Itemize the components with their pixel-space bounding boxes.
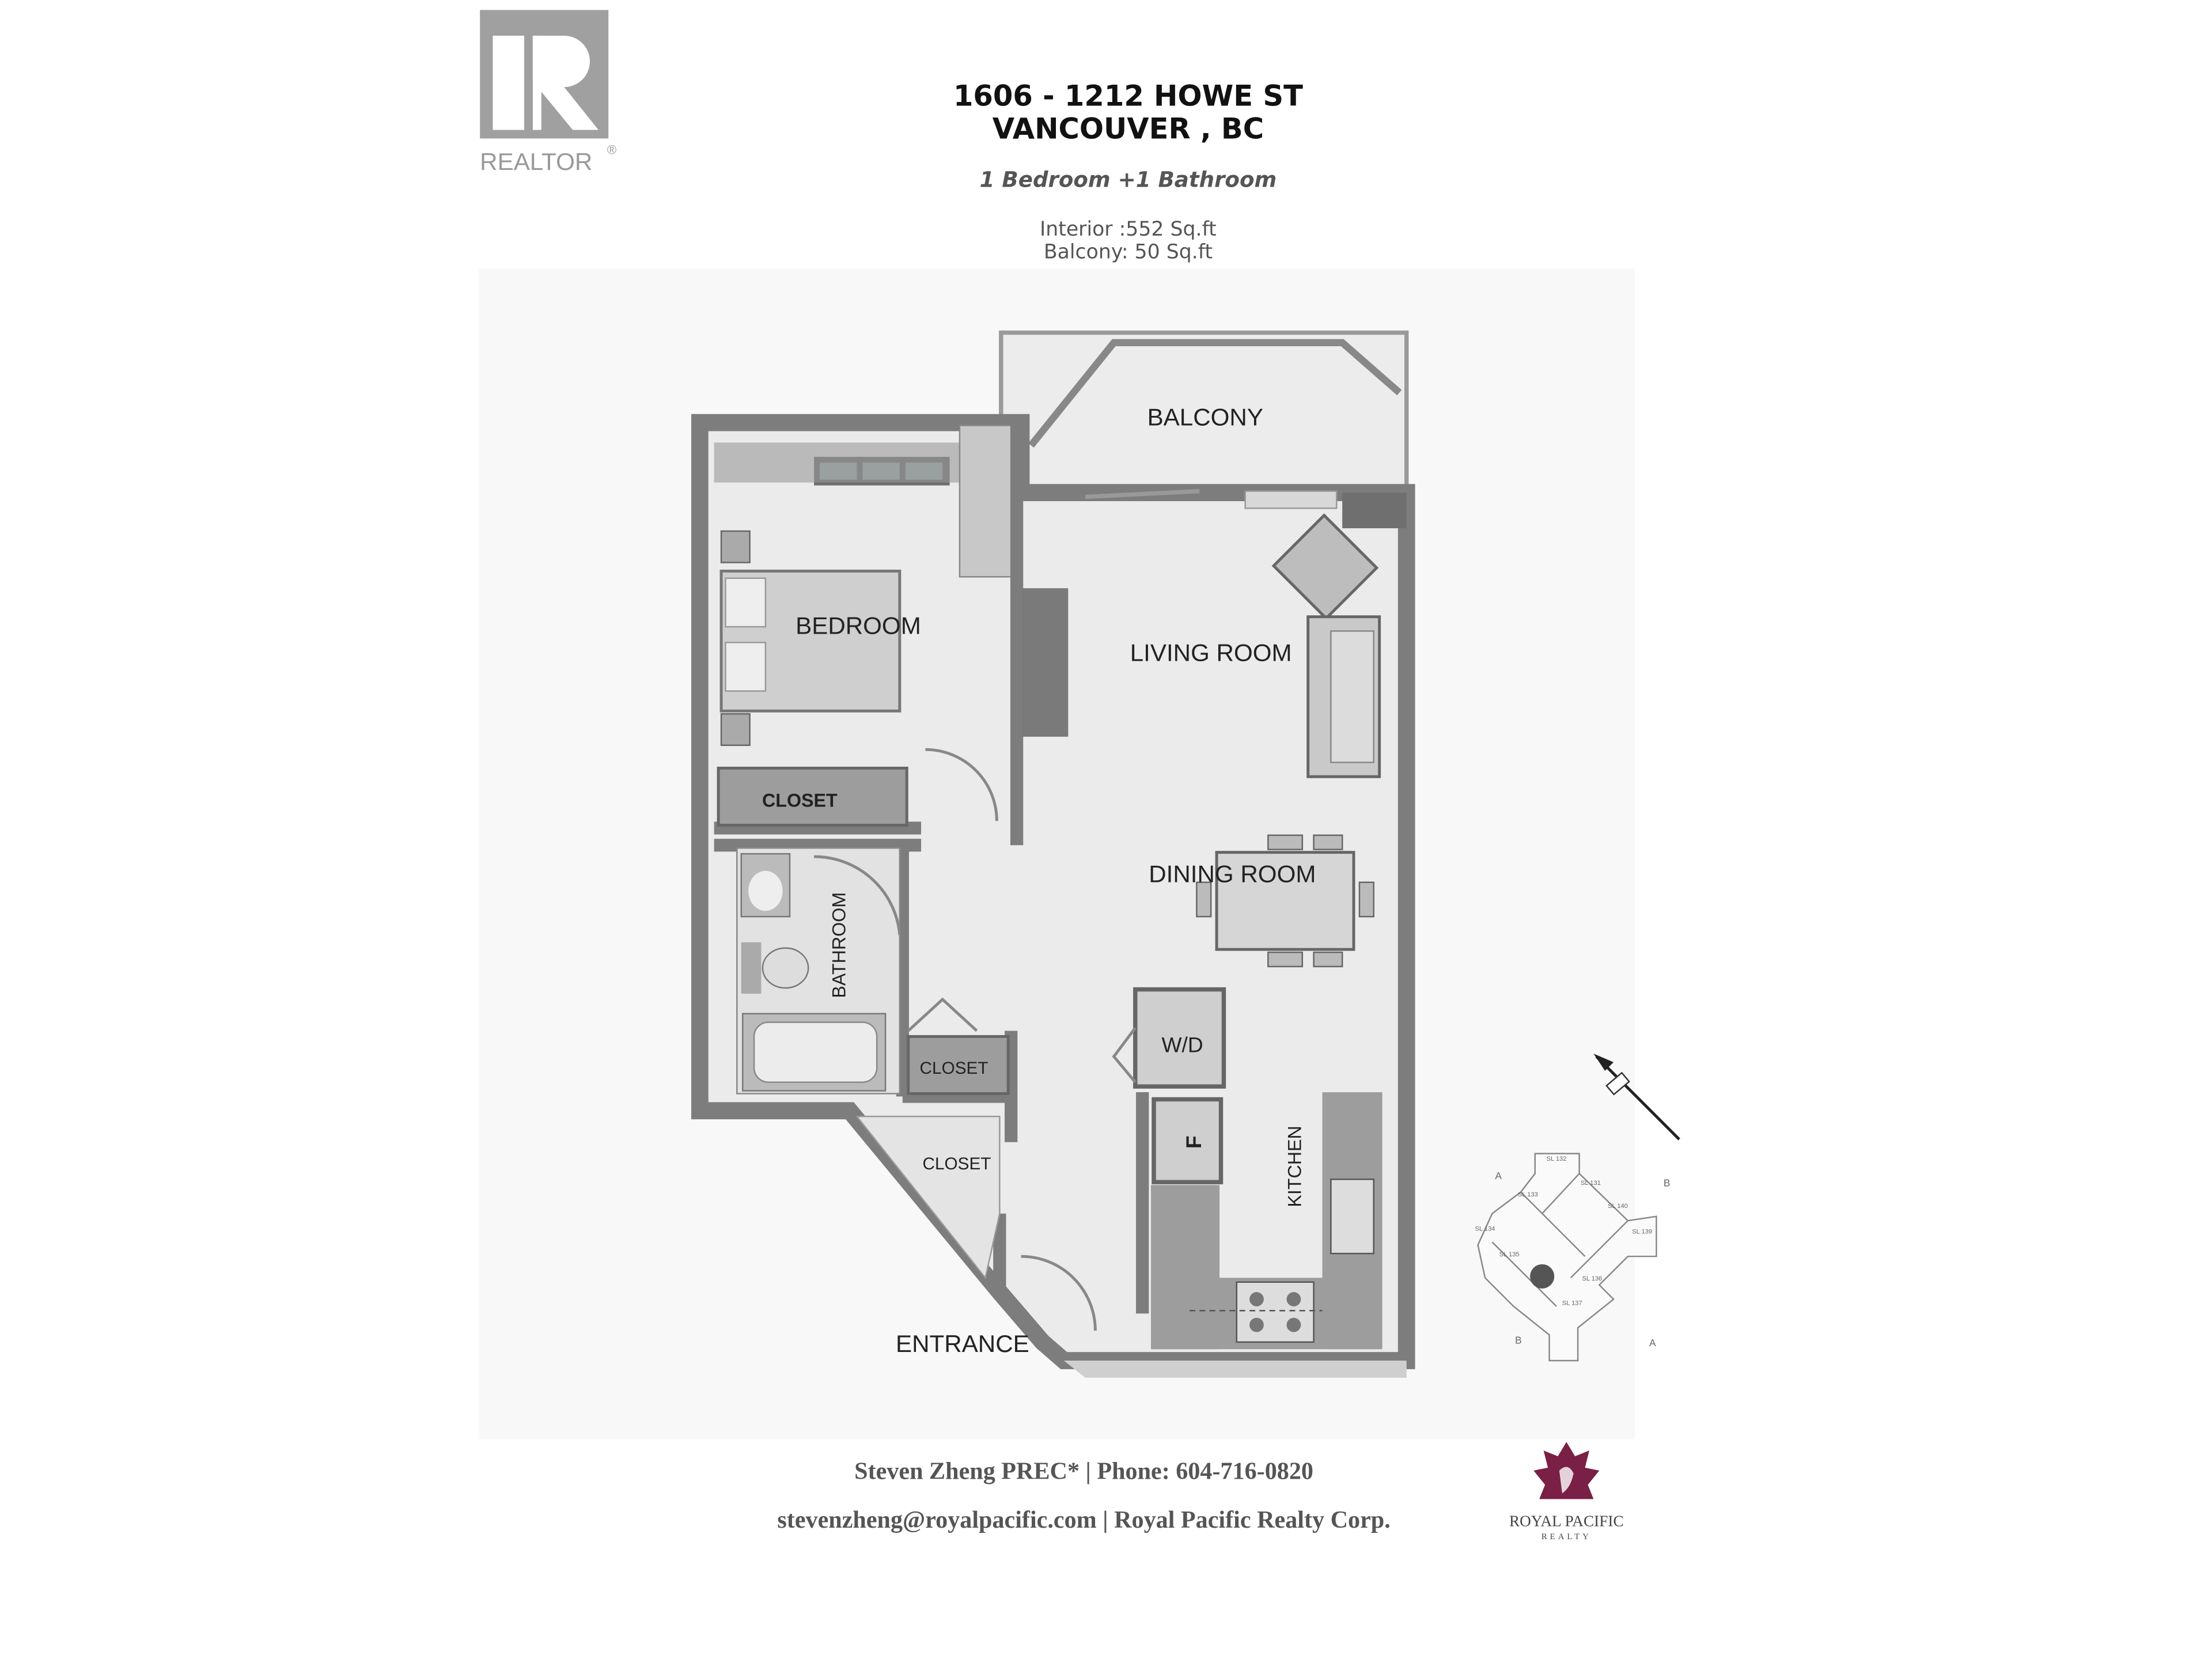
brand-tagline: REALTY	[1541, 1532, 1592, 1541]
unit-layout: 1 Bedroom +1 Bathroom	[980, 167, 1277, 192]
realtor-wordmark: REALTOR	[480, 148, 592, 175]
keyplan-unit: SL 133	[1518, 1191, 1538, 1198]
label-balcony: BALCONY	[1147, 404, 1263, 431]
keyplan-unit: SL 131	[1581, 1180, 1601, 1187]
label-entry-closet: CLOSET	[923, 1154, 991, 1173]
label-entrance: ENTRANCE	[896, 1330, 1029, 1357]
label-living-room: LIVING ROOM	[1130, 639, 1292, 666]
keyplan-unit: SL 139	[1632, 1228, 1652, 1235]
building-keyplan: SL 132 SL 131 SL 133 SL 140 SL 134 SL 13…	[1475, 1153, 1671, 1362]
keyplan-unit: SL 137	[1562, 1300, 1582, 1306]
royal-pacific-logo: ROYAL PACIFIC REALTY	[1509, 1442, 1624, 1541]
north-arrow-icon	[1593, 1054, 1680, 1141]
keyplan-unit: SL 140	[1608, 1203, 1628, 1210]
address-line2: VANCOUVER , BC	[993, 112, 1264, 145]
realtor-logo: REALTOR ®	[480, 10, 617, 175]
brand-name: ROYAL PACIFIC	[1509, 1513, 1624, 1530]
keyplan-unit: SL 135	[1499, 1251, 1520, 1258]
hall-closet	[907, 1035, 1010, 1095]
agent-contact: Steven Zheng PREC* | Phone: 604-716-0820	[854, 1458, 1313, 1485]
keyplan-unit: SL 132	[1547, 1156, 1567, 1162]
label-bedroom: BEDROOM	[796, 612, 921, 639]
keyplan-unit: SL 136	[1582, 1275, 1602, 1282]
balcony-railing	[1028, 339, 1402, 448]
label-fridge: F	[1181, 1135, 1206, 1149]
bedroom-closet	[717, 766, 908, 827]
label-dining-room: DINING ROOM	[1149, 861, 1316, 888]
balcony-area: Balcony: 50 Sq.ft	[1044, 241, 1213, 264]
keyplan-unit: SL 134	[1475, 1225, 1495, 1232]
label-kitchen: KITCHEN	[1284, 1126, 1305, 1207]
label-hall-closet: CLOSET	[920, 1059, 988, 1078]
section-mark: A	[1649, 1337, 1656, 1349]
label-bedroom-closet: CLOSET	[762, 790, 838, 810]
section-mark: A	[1495, 1170, 1502, 1181]
label-washer-dryer: W/D	[1161, 1033, 1203, 1057]
label-bathroom: BATHROOM	[829, 892, 850, 998]
address-line1: 1606 - 1212 HOWE ST	[953, 79, 1303, 112]
agent-email-brokerage: stevenzheng@royalpacific.com | Royal Pac…	[777, 1506, 1390, 1533]
fridge	[1152, 1097, 1224, 1184]
interior-area: Interior :552 Sq.ft	[1040, 218, 1217, 241]
svg-text:®: ®	[607, 143, 617, 157]
section-mark: B	[1664, 1177, 1671, 1189]
floor-plan: BALCONY LIVING ROOM BEDROOM CLOSET DININ…	[691, 330, 1415, 1378]
section-mark: B	[1515, 1334, 1522, 1346]
washer-dryer	[1133, 987, 1226, 1089]
